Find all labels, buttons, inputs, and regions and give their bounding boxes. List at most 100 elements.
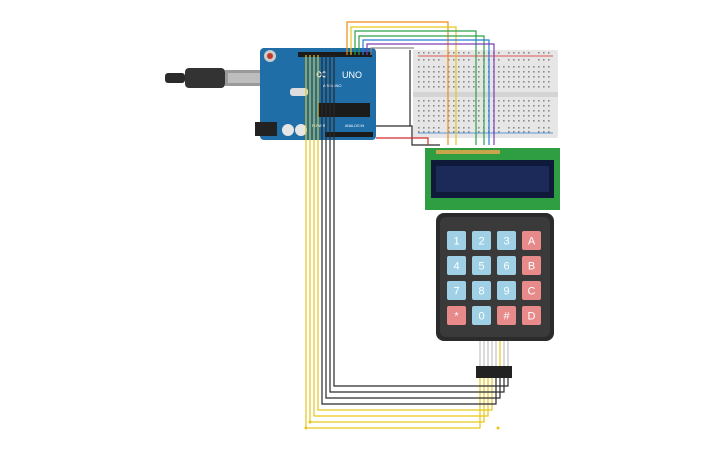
wire-gray[interactable] — [370, 47, 414, 55]
keypad-key[interactable]: 9 — [497, 281, 516, 300]
wire-keypad[interactable] — [305, 55, 481, 429]
breadboard-hole — [423, 120, 425, 122]
breadboard-hole — [523, 105, 525, 107]
breadboard-hole — [528, 66, 530, 68]
keypad-key[interactable]: B — [522, 256, 541, 275]
breadboard-hole — [543, 115, 545, 117]
keypad-key[interactable]: C — [522, 281, 541, 300]
breadboard-hole — [548, 81, 550, 83]
keypad-key[interactable]: * — [447, 306, 466, 325]
breadboard-hole — [503, 76, 505, 78]
breadboard-hole — [468, 86, 470, 88]
breadboard-hole — [508, 100, 510, 102]
keypad-key[interactable]: 1 — [447, 231, 466, 250]
breadboard-hole — [518, 100, 520, 102]
wire-blue[interactable] — [362, 39, 490, 145]
breadboard-hole — [533, 105, 535, 107]
keypad-key-label: 5 — [478, 261, 484, 273]
breadboard-hole — [423, 127, 425, 129]
wire-purple[interactable] — [366, 43, 495, 145]
keypad-key[interactable]: # — [497, 306, 516, 325]
breadboard-hole — [458, 105, 460, 107]
breadboard-hole — [508, 66, 510, 68]
keypad-key-label: 3 — [503, 236, 509, 248]
breadboard-hole — [428, 110, 430, 112]
breadboard-hole — [513, 100, 515, 102]
usb-cable[interactable] — [165, 68, 265, 88]
keypad-key-label: A — [528, 236, 536, 248]
keypad-key[interactable]: 3 — [497, 231, 516, 250]
breadboard-hole — [473, 105, 475, 107]
breadboard-hole — [468, 115, 470, 117]
breadboard[interactable] — [413, 50, 558, 138]
keypad-key[interactable]: 6 — [497, 256, 516, 275]
breadboard-hole — [418, 86, 420, 88]
keypad-key-label: 0 — [478, 311, 484, 323]
breadboard-hole — [503, 86, 505, 88]
keypad-key[interactable]: 2 — [472, 231, 491, 250]
breadboard-hole — [538, 86, 540, 88]
wire-red-5v[interactable] — [376, 137, 429, 145]
breadboard-hole — [518, 127, 520, 129]
breadboard-hole — [543, 110, 545, 112]
wire-black-gnd[interactable] — [376, 125, 440, 146]
breadboard-hole — [428, 127, 430, 129]
keypad-key-label: * — [454, 311, 459, 323]
wire-keypad[interactable] — [325, 55, 501, 399]
breadboard-hole — [463, 127, 465, 129]
breadboard-hole — [428, 59, 430, 61]
wire-orange[interactable] — [346, 21, 449, 145]
keypad-key[interactable]: 7 — [447, 281, 466, 300]
keypad-key[interactable]: 8 — [472, 281, 491, 300]
breadboard-hole — [443, 86, 445, 88]
keypad-key[interactable]: 4 — [447, 256, 466, 275]
breadboard-hole — [548, 76, 550, 78]
keypad-key[interactable]: 5 — [472, 256, 491, 275]
breadboard-hole — [513, 131, 515, 133]
breadboard-hole — [498, 52, 500, 54]
breadboard-hole — [538, 71, 540, 73]
breadboard-hole — [478, 76, 480, 78]
keypad-key[interactable]: A — [522, 231, 541, 250]
keypad-key-label: 6 — [503, 261, 509, 273]
arduino-uno-board[interactable]: ∞ UNO ARDUINO POWER ANALOG IN — [255, 48, 376, 140]
wire-keypad[interactable] — [317, 55, 493, 411]
breadboard-hole — [418, 127, 420, 129]
breadboard-hole — [463, 120, 465, 122]
breadboard-hole — [438, 115, 440, 117]
breadboard-hole — [468, 59, 470, 61]
breadboard-hole — [423, 52, 425, 54]
breadboard-hole — [478, 86, 480, 88]
wire-keypad[interactable] — [313, 55, 489, 417]
breadboard-hole — [548, 120, 550, 122]
breadboard-hole — [518, 120, 520, 122]
wire-keypad[interactable] — [329, 55, 505, 393]
breadboard-hole — [543, 131, 545, 133]
keypad-key-label: B — [528, 261, 535, 273]
wire-keypad[interactable] — [321, 55, 497, 405]
breadboard-hole — [468, 120, 470, 122]
breadboard-hole — [433, 115, 435, 117]
breadboard-hole — [443, 66, 445, 68]
breadboard-hole — [478, 131, 480, 133]
keypad-key[interactable]: D — [522, 306, 541, 325]
breadboard-hole — [423, 100, 425, 102]
breadboard-hole — [538, 115, 540, 117]
breadboard-hole — [548, 59, 550, 61]
wire-green-2[interactable] — [358, 35, 485, 145]
wire-keypad[interactable] — [333, 55, 509, 387]
breadboard-hole — [448, 127, 450, 129]
keypad-key[interactable]: 0 — [472, 306, 491, 325]
breadboard-hole — [533, 100, 535, 102]
breadboard-hole — [463, 131, 465, 133]
wire-keypad[interactable] — [309, 55, 485, 423]
breadboard-hole — [518, 76, 520, 78]
wire-yellow[interactable] — [350, 26, 457, 145]
lcd-display[interactable] — [425, 148, 560, 210]
breadboard-hole — [463, 59, 465, 61]
breadboard-hole — [443, 110, 445, 112]
lcd-screen — [436, 166, 549, 192]
breadboard-hole — [503, 105, 505, 107]
wire-green[interactable] — [354, 30, 477, 145]
